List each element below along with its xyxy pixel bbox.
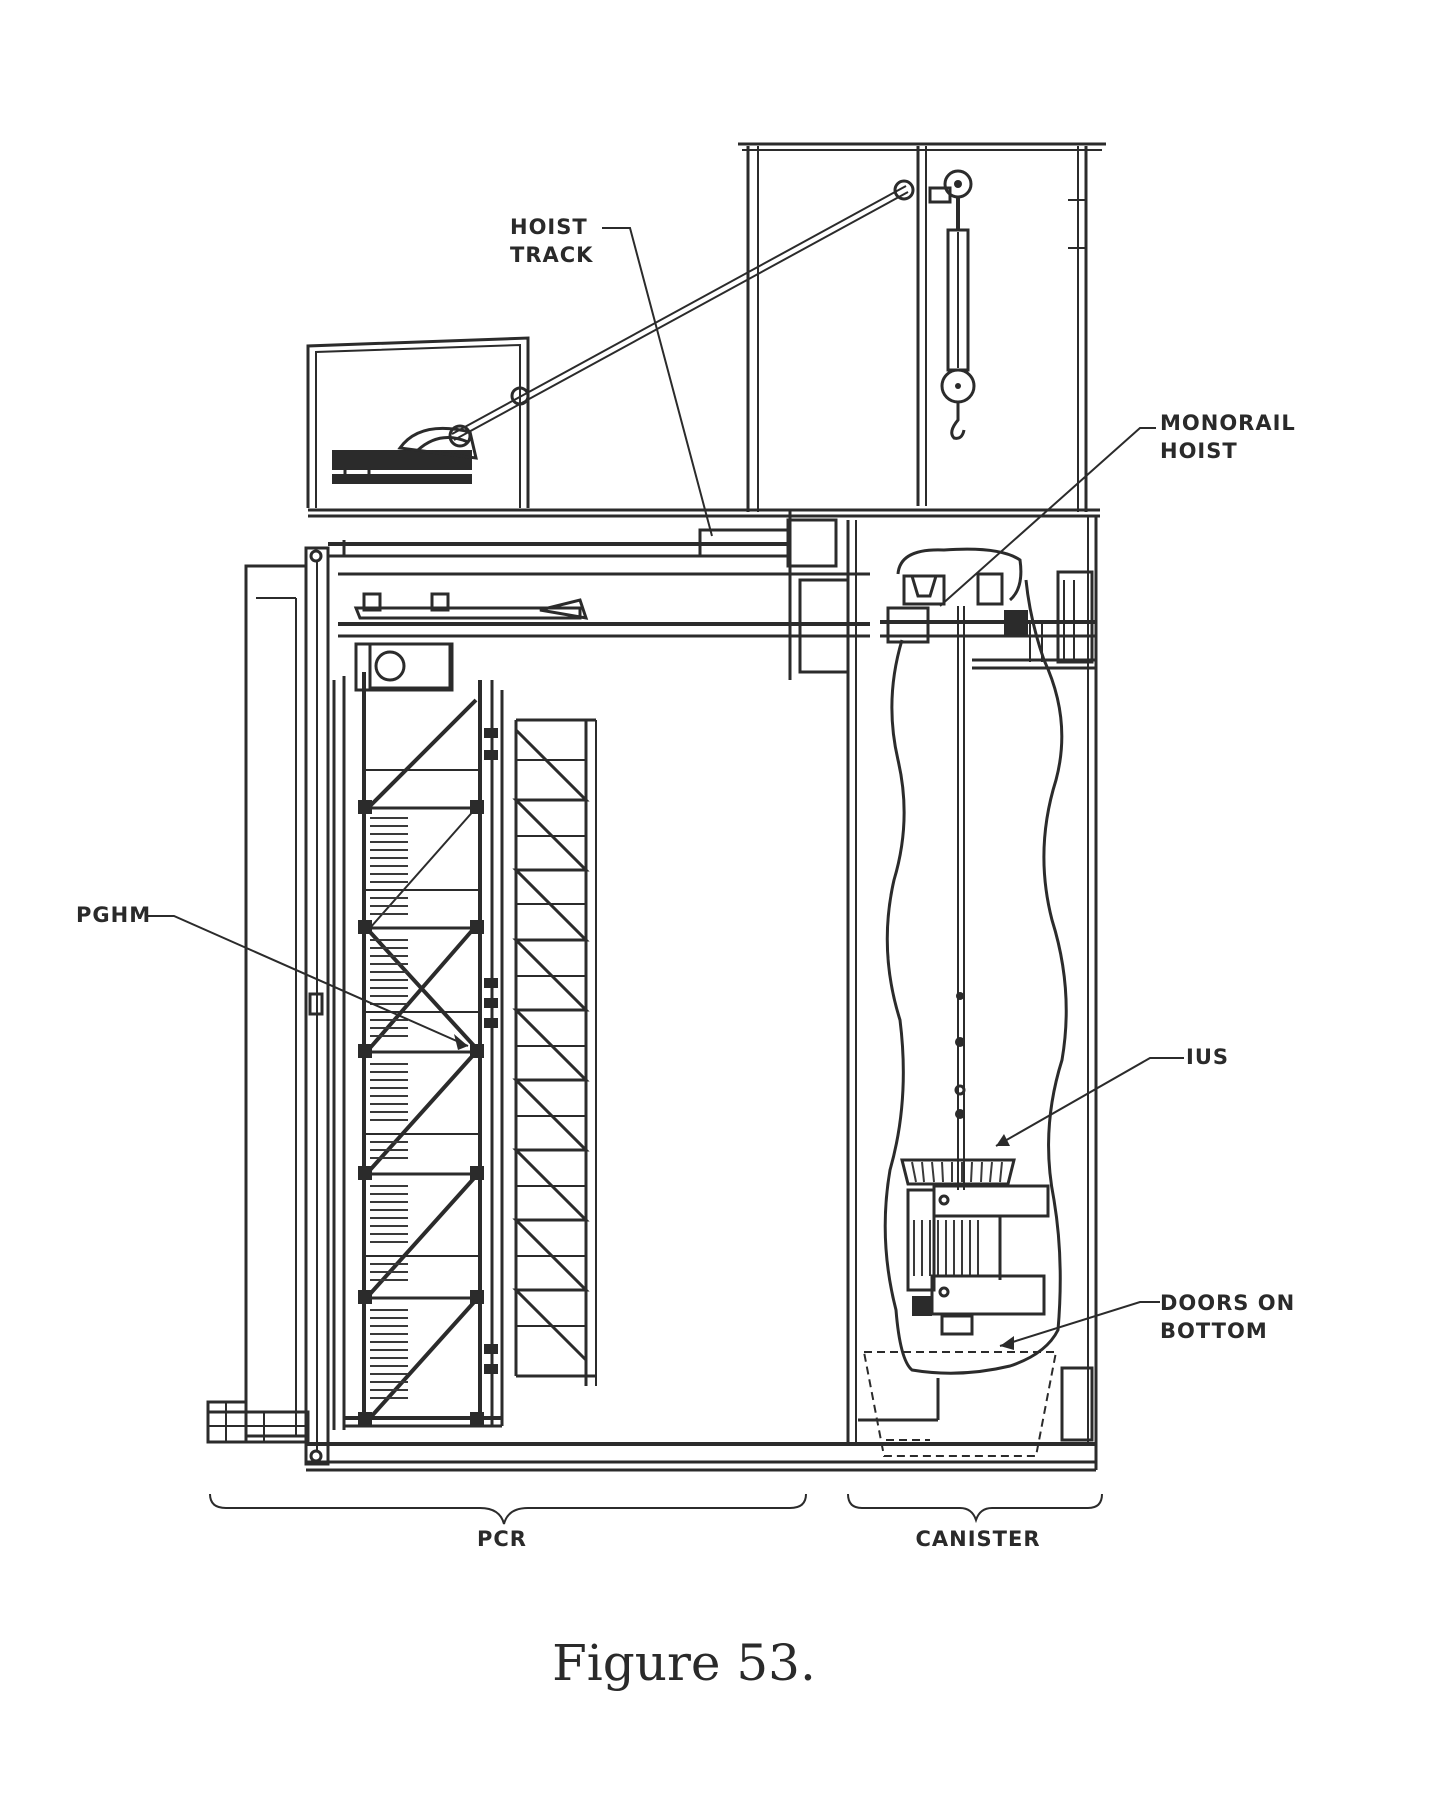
pghm-platform-slats — [370, 817, 408, 1399]
right-crane-housing — [738, 142, 1106, 512]
label-monorail-hoist-2: HOIST — [1160, 439, 1238, 463]
label-pcr: PCR — [477, 1527, 527, 1551]
label-ius: IUS — [1186, 1045, 1229, 1069]
canister-brace — [847, 1493, 1103, 1524]
label-canister: CANISTER — [915, 1527, 1040, 1551]
ius-payload — [900, 1158, 1050, 1336]
canister-structure — [858, 547, 1096, 1457]
pghm-structure — [332, 642, 597, 1430]
leader-lines — [148, 227, 1184, 1350]
label-doors-on-bottom: DOORS ON — [1160, 1291, 1295, 1315]
label-pghm: PGHM — [76, 903, 151, 927]
label-hoist-track: HOIST — [510, 215, 588, 239]
left-crane-housing — [306, 336, 530, 508]
label-doors-on-bottom-2: BOTTOM — [1160, 1319, 1268, 1343]
label-hoist-track-2: TRACK — [510, 243, 593, 267]
building-frame — [206, 508, 1100, 1472]
label-monorail-hoist: MONORAIL — [1160, 411, 1296, 435]
figure-caption: Figure 53. — [552, 1634, 816, 1692]
pcr-brace — [209, 1493, 807, 1525]
